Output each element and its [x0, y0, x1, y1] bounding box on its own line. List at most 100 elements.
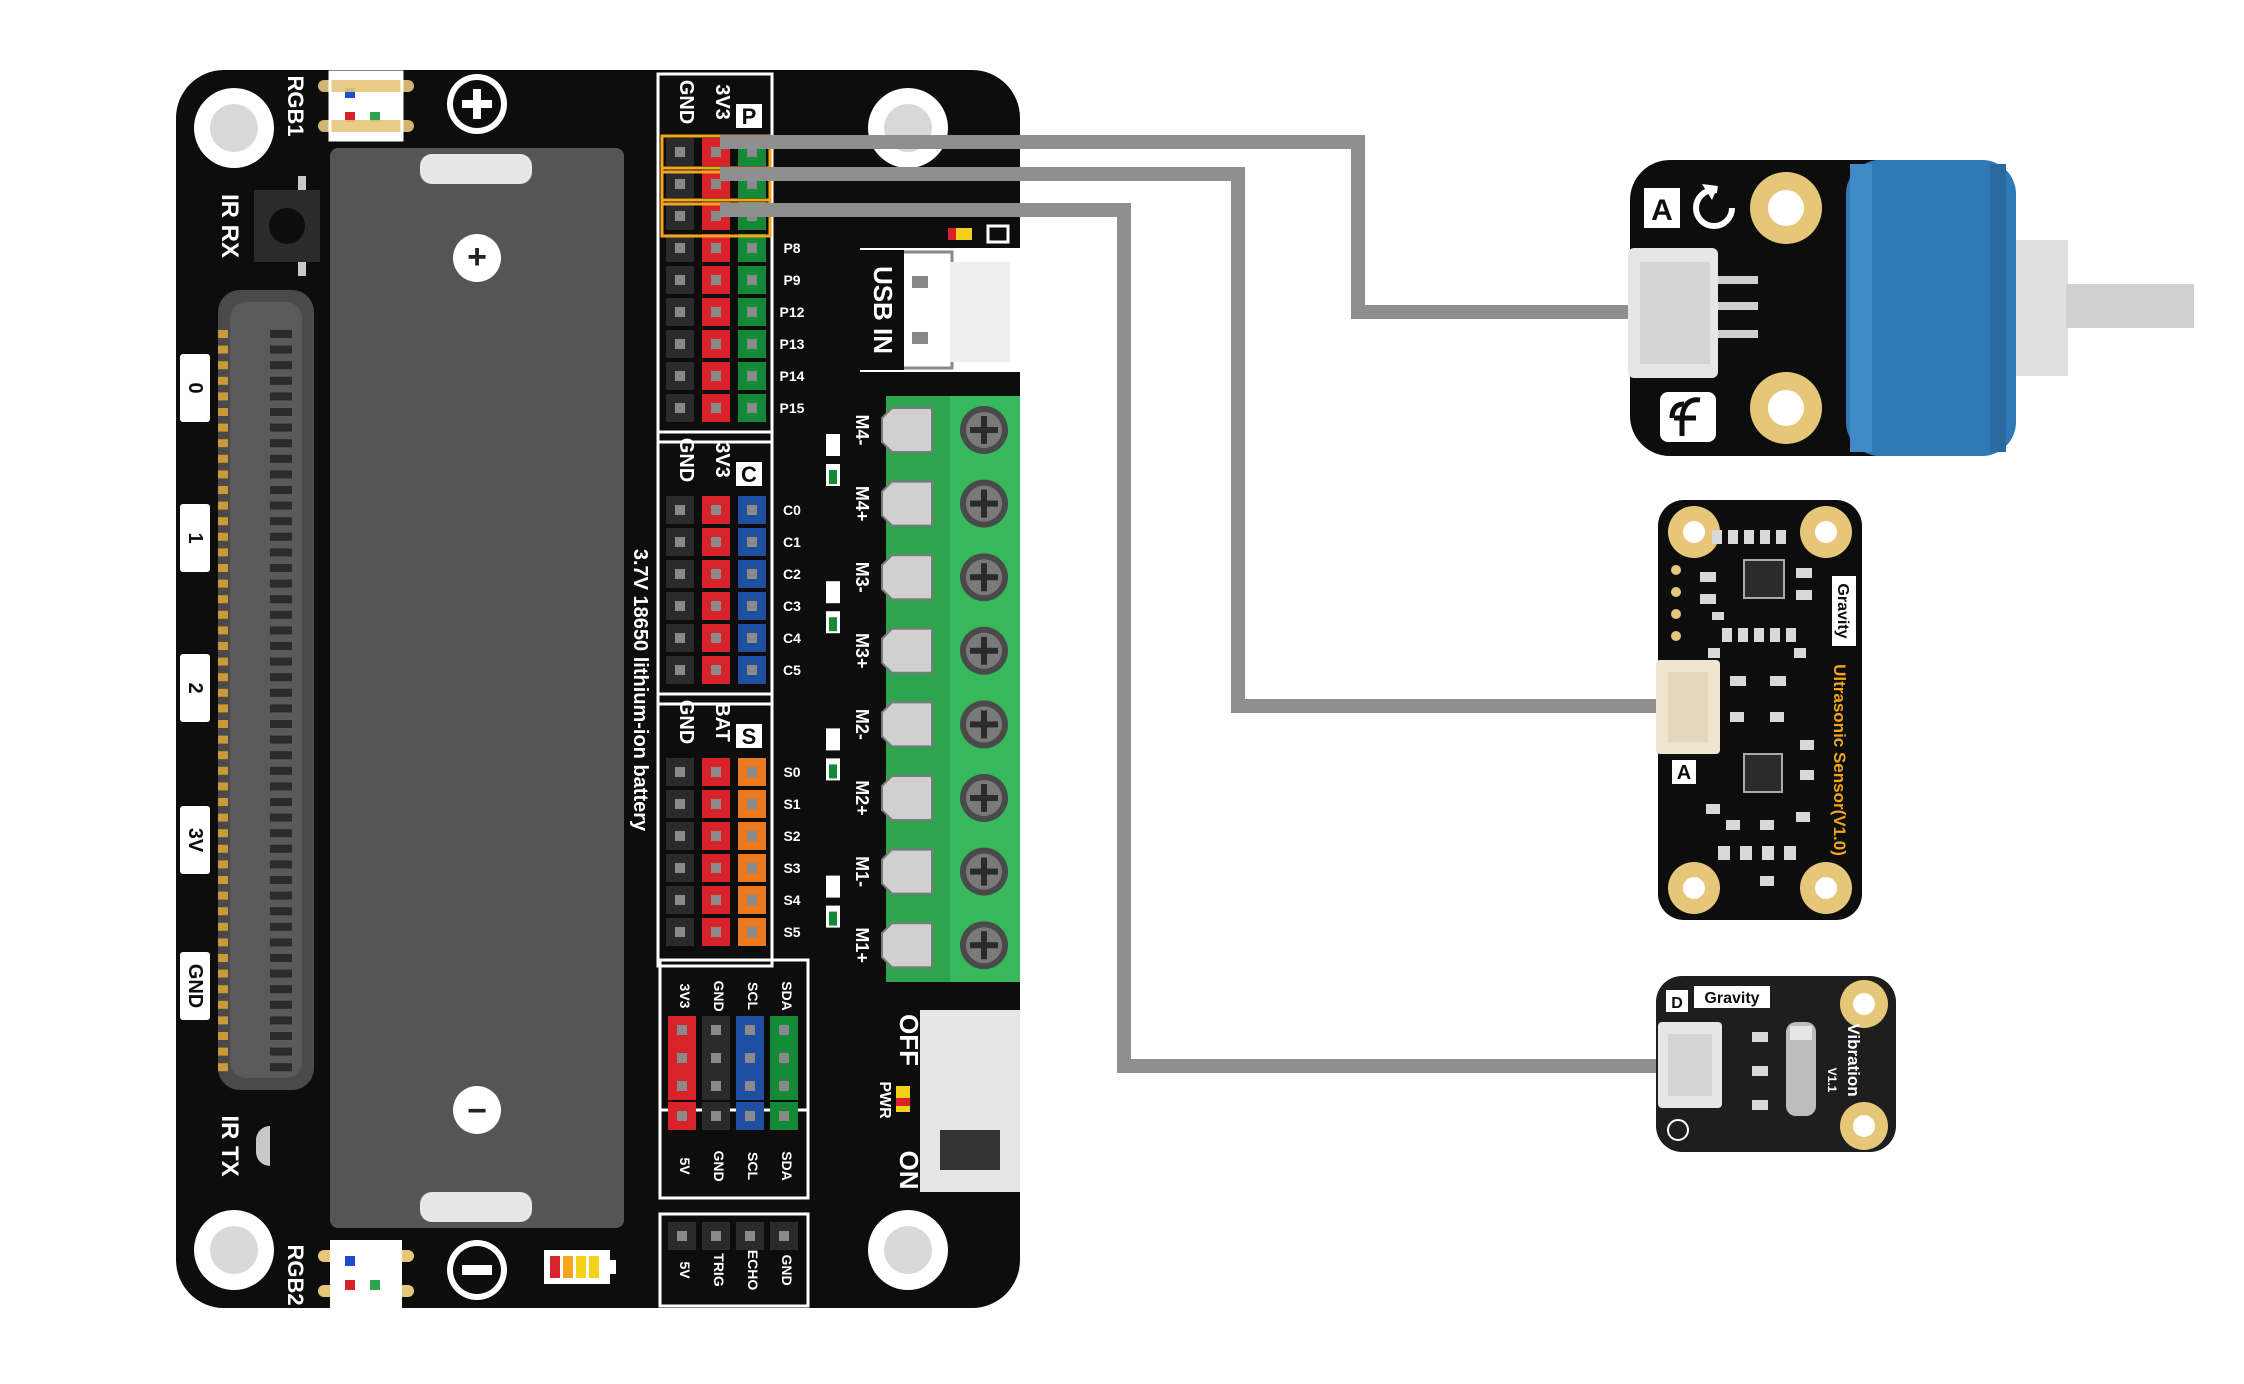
via-pad: [1671, 587, 1681, 597]
rgb2-led: [318, 1240, 414, 1308]
pwr-label: PWR: [876, 1081, 893, 1119]
potentiometer-port-label: A: [1651, 194, 1673, 227]
edge-contact: [270, 673, 292, 682]
terminal-slot: [881, 554, 933, 601]
pin-pad: [675, 633, 685, 643]
s-vcc-label: BAT: [711, 702, 733, 742]
battery-plus-icon: +: [467, 238, 487, 276]
rotate-icon: [1693, 184, 1735, 229]
edge-connector: [218, 290, 314, 1090]
terminal-screw-slot: [981, 931, 987, 960]
pin-pad: [747, 927, 757, 937]
edge-contact: [270, 735, 292, 744]
edge-contact: [270, 876, 292, 884]
smd-component: [1796, 568, 1812, 578]
terminal-slot: [881, 480, 933, 527]
edge-contact: [218, 922, 228, 931]
edge-contact: [270, 1047, 292, 1056]
pin-pad: [675, 307, 685, 317]
s-header-frame: [656, 692, 774, 968]
pin-pad: [711, 767, 721, 777]
s-pin-label: S5: [783, 924, 800, 940]
smd-component: [1800, 740, 1814, 750]
pin-pad: [745, 1081, 755, 1091]
edge-contact: [218, 532, 228, 541]
battery-minus-icon: −: [467, 1092, 487, 1130]
edge-contact: [270, 844, 292, 853]
smd-component: [1770, 676, 1786, 686]
edge-contact: [270, 579, 292, 588]
smd-component: [1754, 628, 1764, 642]
pin-pad: [747, 767, 757, 777]
pin-pad: [747, 537, 757, 547]
pin-pad: [747, 307, 757, 317]
connected-pin-highlight: [660, 166, 772, 206]
pin-pad: [711, 275, 721, 285]
edge-contact: [218, 813, 228, 822]
edge-pin-tab: [180, 806, 210, 874]
ultrasonic-header-label: 5V: [677, 1261, 693, 1279]
edge-pin-tab: [180, 654, 210, 722]
edge-contact: [270, 704, 292, 713]
edge-contact: [270, 1000, 292, 1009]
edge-contact: [218, 579, 228, 588]
edge-contact: [218, 564, 228, 572]
connected-pin-highlight: [660, 134, 772, 174]
edge-contact: [218, 501, 228, 510]
edge-contact: [218, 517, 228, 526]
pin-pad: [711, 927, 721, 937]
c-header-frame: [656, 430, 774, 706]
p-vcc-label: 3V3: [711, 84, 733, 120]
battery-level-indicator: [544, 1250, 616, 1284]
edge-contact: [218, 829, 228, 838]
smd-component: [1770, 712, 1784, 722]
edge-contact: [270, 938, 292, 947]
potentiometer-shaft: [2066, 284, 2194, 328]
edge-contact: [218, 610, 228, 619]
motor-label-m4minus: M4-: [852, 415, 872, 446]
edge-contact: [270, 564, 292, 572]
edge-contact: [218, 486, 228, 494]
edge-contact: [218, 423, 228, 432]
edge-contact: [218, 439, 228, 448]
edge-contact: [270, 470, 292, 479]
pin-pad: [675, 601, 685, 611]
pin-pad: [675, 403, 685, 413]
i2c-top-label: 3V3: [677, 984, 693, 1009]
pin-pad: [677, 1025, 687, 1035]
pin-pad: [747, 147, 757, 157]
p-title-bg: [736, 104, 762, 128]
smd-component: [1712, 530, 1722, 544]
pin-pad: [747, 339, 757, 349]
c-pin-label: C2: [783, 566, 801, 582]
edge-contact: [270, 954, 292, 962]
edge-contact: [270, 408, 292, 416]
pin-pad: [711, 601, 721, 611]
power-switch: [920, 1010, 1020, 1192]
edge-contact: [270, 969, 292, 978]
pin-pad: [675, 505, 685, 515]
smd-component: [1770, 628, 1780, 642]
smd-component: [1722, 628, 1732, 642]
pin-pad: [675, 371, 685, 381]
pin-pad: [779, 1231, 789, 1241]
c-title-bg: [736, 462, 762, 486]
smd-component: [1760, 876, 1774, 886]
minus-button-icon: [447, 1240, 507, 1300]
i2c-bottom-label: SDA: [779, 1151, 795, 1181]
edge-contact: [270, 985, 292, 994]
pin-pad: [711, 569, 721, 579]
motor-led: [826, 875, 840, 898]
potentiometer-module: A: [1628, 160, 2194, 456]
terminal-screw-slot: [981, 784, 987, 812]
motor-label-m2minus: M2-: [852, 709, 872, 740]
pin-pad: [675, 831, 685, 841]
c-pin-label: C1: [783, 534, 801, 550]
ultrasonic-header-label: GND: [779, 1254, 795, 1285]
pin-pad: [711, 339, 721, 349]
pin-pad: [711, 895, 721, 905]
smd-component: [1738, 628, 1748, 642]
edge-contact: [270, 1063, 292, 1072]
ultrasonic-brand: Gravity: [1834, 583, 1851, 638]
i2c-top-label: GND: [711, 980, 727, 1011]
